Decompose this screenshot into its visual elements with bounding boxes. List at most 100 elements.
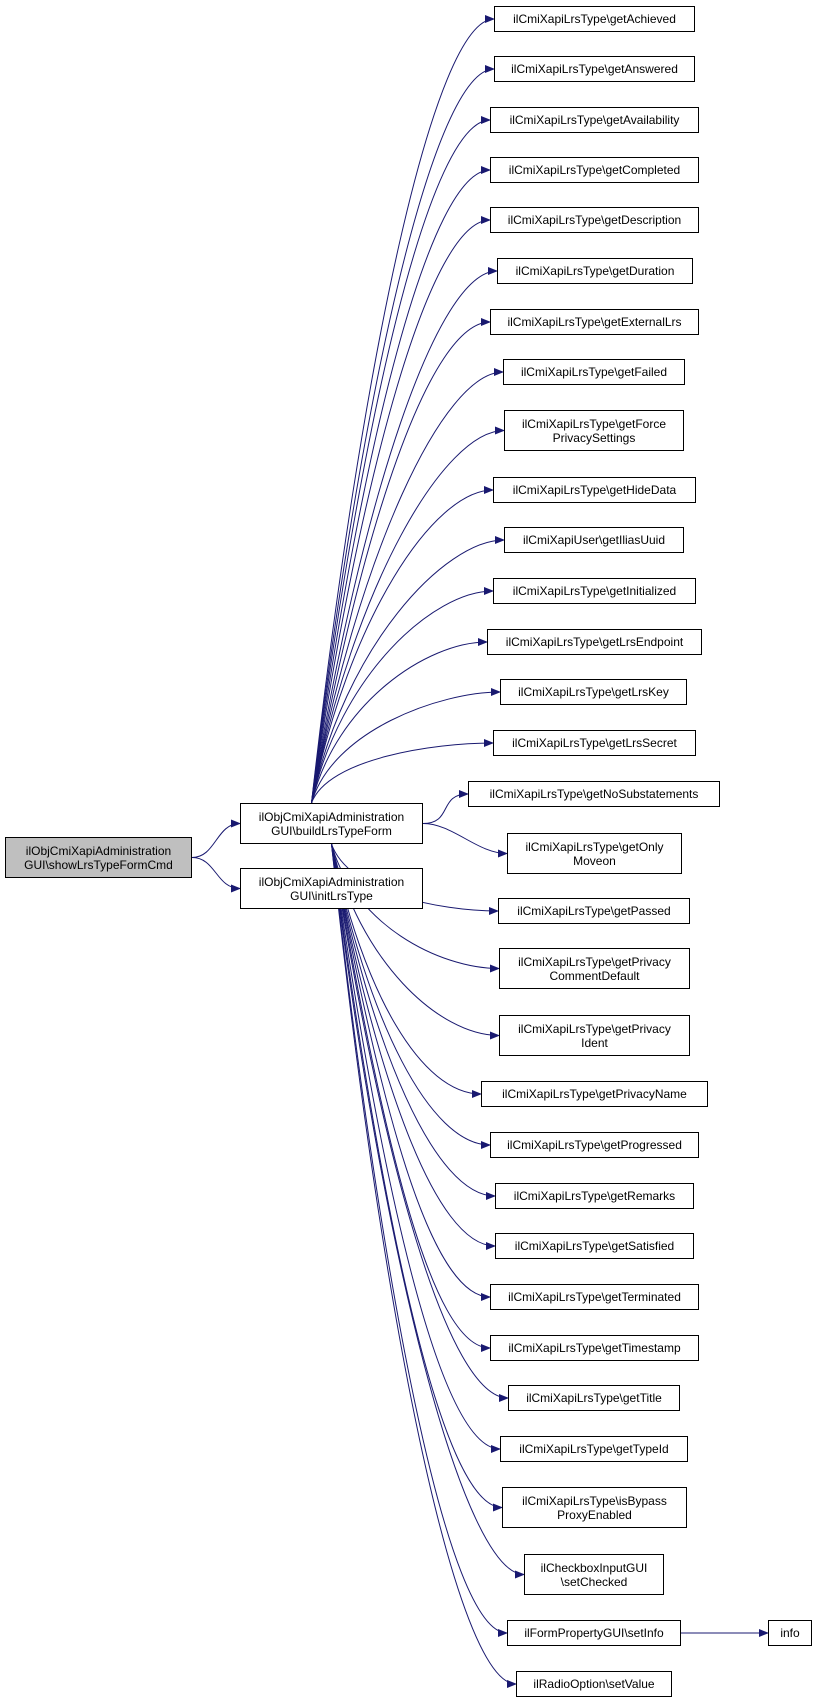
node-c26[interactable]: ilCmiXapiLrsType\getTimestamp — [490, 1335, 699, 1361]
node-label-line: ilCmiXapiLrsType\getPrivacy — [518, 954, 671, 969]
node-label-line: ilCmiXapiLrsType\getAnswered — [511, 62, 678, 76]
node-label-line: ilCmiXapiLrsType\getInitialized — [512, 584, 677, 598]
node-label-line: info — [780, 1626, 800, 1640]
node-c31[interactable]: ilFormPropertyGUI\setInfo — [507, 1620, 681, 1646]
edge-build-to-c11 — [311, 536, 505, 804]
node-c22[interactable]: ilCmiXapiLrsType\getProgressed — [490, 1132, 699, 1158]
node-label-line: Moveon — [573, 853, 616, 868]
node-label-line: ilCmiXapiLrsType\getDuration — [515, 264, 675, 278]
node-c30[interactable]: ilCheckboxInputGUI\setChecked — [524, 1554, 664, 1595]
node-label-line: ilCmiXapiLrsType\getPrivacyName — [502, 1087, 687, 1101]
edge-build-to-c28 — [331, 843, 501, 1453]
node-c5[interactable]: ilCmiXapiLrsType\getDescription — [490, 207, 699, 233]
node-c12[interactable]: ilCmiXapiLrsType\getInitialized — [493, 578, 696, 604]
edge-build-to-c22 — [331, 843, 491, 1149]
node-c6[interactable]: ilCmiXapiLrsType\getDuration — [497, 258, 693, 284]
edge-build-to-c27 — [331, 843, 509, 1402]
node-c16[interactable]: ilCmiXapiLrsType\getNoSubstatements — [468, 781, 720, 807]
edge-build-to-c5 — [311, 216, 491, 804]
node-label-line: ilCmiXapiLrsType\getPassed — [517, 904, 671, 918]
node-label-line: Ident — [581, 1035, 608, 1050]
node-c23[interactable]: ilCmiXapiLrsType\getRemarks — [495, 1183, 694, 1209]
edge-build-to-c1 — [311, 15, 495, 804]
node-c13[interactable]: ilCmiXapiLrsType\getLrsEndpoint — [487, 629, 702, 655]
edge-build-to-c8 — [311, 368, 504, 804]
node-label-line: ilObjCmiXapiAdministration — [258, 809, 405, 824]
node-c32[interactable]: ilRadioOption\setValue — [516, 1671, 672, 1697]
node-label-line: ilCmiXapiLrsType\getProgressed — [507, 1138, 682, 1152]
node-label-line: ilCmiXapiLrsType\getAvailability — [509, 113, 680, 127]
node-label-line: ilCmiXapiLrsType\isBypass — [522, 1493, 667, 1508]
edge-build-to-c16 — [422, 790, 469, 824]
node-c21[interactable]: ilCmiXapiLrsType\getPrivacyName — [481, 1081, 708, 1107]
node-c7[interactable]: ilCmiXapiLrsType\getExternalLrs — [490, 309, 699, 335]
node-label-line: ilCmiXapiLrsType\getSatisfied — [514, 1239, 675, 1253]
edge-build-to-c29 — [331, 843, 503, 1512]
node-info[interactable]: info — [768, 1620, 812, 1646]
node-label-line: \setChecked — [560, 1574, 628, 1589]
edge-build-to-c13 — [311, 638, 488, 804]
edge-build-to-c10 — [311, 486, 494, 804]
node-c4[interactable]: ilCmiXapiLrsType\getCompleted — [490, 157, 699, 183]
edge-build-to-c15 — [311, 739, 494, 804]
node-c11[interactable]: ilCmiXapiUser\getIliasUuid — [504, 527, 684, 553]
edge-build-to-c26 — [331, 843, 491, 1352]
edge-build-to-c3 — [311, 116, 491, 804]
edge-build-to-c17 — [422, 823, 508, 858]
node-label-line: GUI\buildLrsTypeForm — [271, 823, 392, 838]
node-label-line: ilCmiXapiLrsType\getTitle — [526, 1391, 662, 1405]
node-label-line: ilCmiXapiLrsType\getDescription — [507, 213, 682, 227]
node-c28[interactable]: ilCmiXapiLrsType\getTypeId — [500, 1436, 688, 1462]
node-label-line: ilCmiXapiLrsType\getHideData — [512, 483, 677, 497]
node-label-line: ilCmiXapiLrsType\getLrsEndpoint — [505, 635, 684, 649]
node-label-line: ilFormPropertyGUI\setInfo — [524, 1626, 664, 1640]
node-c27[interactable]: ilCmiXapiLrsType\getTitle — [508, 1385, 680, 1411]
node-c1[interactable]: ilCmiXapiLrsType\getAchieved — [494, 6, 695, 32]
node-label-line: CommentDefault — [549, 968, 640, 983]
edge-build-to-c14 — [311, 688, 501, 804]
edge-build-to-c23 — [331, 843, 496, 1200]
edge-build-to-c25 — [331, 843, 491, 1301]
node-label-line: ilCmiXapiLrsType\getTypeId — [519, 1442, 669, 1456]
node-label-line: ilCmiXapiLrsType\getExternalLrs — [507, 315, 682, 329]
edge-build-to-c6 — [311, 267, 498, 804]
edge-build-to-c12 — [311, 587, 494, 804]
node-label-line: ilCmiXapiUser\getIliasUuid — [522, 533, 666, 547]
node-label-line: ilCmiXapiLrsType\getLrsKey — [518, 685, 669, 699]
node-c3[interactable]: ilCmiXapiLrsType\getAvailability — [490, 107, 699, 133]
node-c2[interactable]: ilCmiXapiLrsType\getAnswered — [494, 56, 695, 82]
node-label-line: ilCmiXapiLrsType\getLrsSecret — [512, 736, 677, 750]
edge-build-to-c32 — [331, 843, 517, 1688]
node-label-line: PrivacySettings — [552, 430, 636, 445]
node-c10[interactable]: ilCmiXapiLrsType\getHideData — [493, 477, 696, 503]
edge-build-to-c30 — [331, 843, 525, 1579]
node-c18[interactable]: ilCmiXapiLrsType\getPassed — [498, 898, 690, 924]
node-label-line: ilCmiXapiLrsType\getNoSubstatements — [489, 787, 699, 801]
node-label-line: GUI\initLrsType — [290, 888, 373, 903]
node-c25[interactable]: ilCmiXapiLrsType\getTerminated — [490, 1284, 699, 1310]
edge-build-to-c24 — [331, 843, 496, 1250]
node-label-line: ilCmiXapiLrsType\getPrivacy — [518, 1021, 671, 1036]
node-c24[interactable]: ilCmiXapiLrsType\getSatisfied — [495, 1233, 694, 1259]
node-label-line: ilCmiXapiLrsType\getRemarks — [513, 1189, 676, 1203]
node-c8[interactable]: ilCmiXapiLrsType\getFailed — [503, 359, 685, 385]
edge-root-to-init — [191, 857, 241, 893]
node-c15[interactable]: ilCmiXapiLrsType\getLrsSecret — [493, 730, 696, 756]
node-label-line: ilCmiXapiLrsType\getCompleted — [508, 163, 681, 177]
edge-build-to-c31 — [331, 843, 508, 1637]
node-c14[interactable]: ilCmiXapiLrsType\getLrsKey — [500, 679, 687, 705]
edge-root-to-build — [191, 819, 241, 858]
edge-build-to-c7 — [311, 318, 491, 804]
node-label-line: ilObjCmiXapiAdministration — [25, 843, 172, 858]
edge-build-to-c2 — [311, 65, 495, 804]
